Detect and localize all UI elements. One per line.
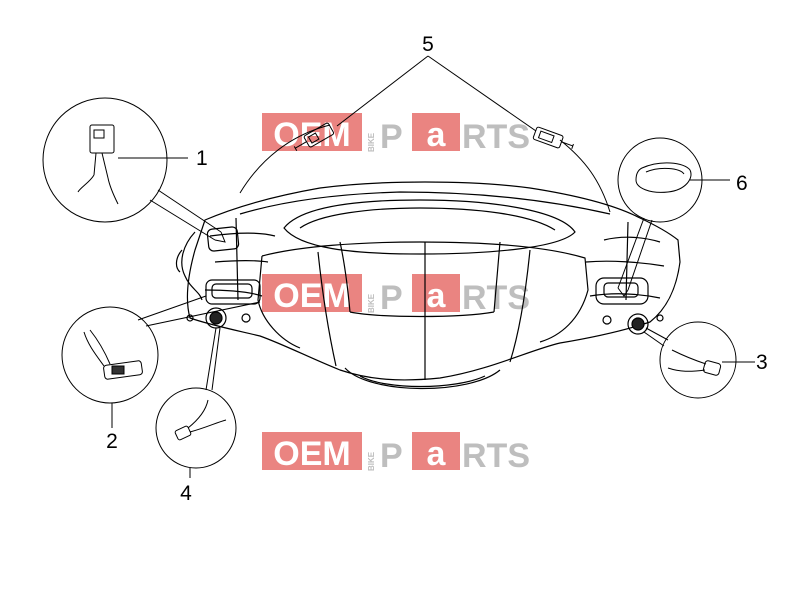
callout-group-4 — [155, 327, 237, 478]
switch-part-1 — [77, 124, 119, 205]
detail-circle-2 — [61, 306, 159, 404]
watermark-bike-text: BIKE — [367, 132, 376, 152]
callout-label-3: 3 — [756, 351, 768, 374]
watermark-a-text: a — [427, 435, 447, 473]
watermark-a-text: a — [427, 116, 447, 154]
detail-circle-3 — [659, 321, 737, 399]
watermark-a-text: a — [427, 277, 447, 315]
connector-part-4 — [174, 399, 227, 441]
callout-group-5 — [239, 55, 611, 213]
button-cap-part-6 — [635, 162, 692, 193]
callout-label-5: 5 — [422, 33, 434, 56]
callout-label-2: 2 — [106, 430, 118, 453]
watermark-p-text: P — [380, 279, 403, 317]
detail-circle-1 — [42, 97, 168, 223]
callout-label-4: 4 — [180, 482, 192, 505]
handlebar-cover — [175, 181, 681, 390]
detail-circle-4 — [155, 387, 237, 469]
watermark-bike-text: BIKE — [367, 451, 376, 471]
watermark-rts-text: RTS — [462, 437, 530, 475]
watermark-oem-text: OEM — [273, 277, 350, 315]
watermark-p-text: P — [380, 437, 403, 475]
watermark-bottom: OEM BIKE P a RTS — [262, 432, 530, 475]
watermark-middle: OEM BIKE P a RTS — [262, 274, 530, 317]
watermark-p-text: P — [380, 118, 403, 156]
watermark-rts-text: RTS — [462, 118, 530, 156]
callout-label-6: 6 — [736, 172, 748, 195]
switch-part-2 — [83, 329, 143, 380]
watermark-bike-text: BIKE — [367, 293, 376, 313]
callout-label-1: 1 — [196, 147, 208, 170]
callout-group-3 — [643, 321, 755, 399]
connector-part-3 — [667, 349, 722, 376]
callout-group-2 — [61, 295, 261, 428]
switch-connector-left — [293, 122, 335, 151]
watermark-oem-text: OEM — [273, 435, 350, 473]
callout-group-1 — [42, 97, 226, 243]
switch-connector-right — [532, 126, 574, 149]
callout-group-6 — [617, 137, 730, 297]
